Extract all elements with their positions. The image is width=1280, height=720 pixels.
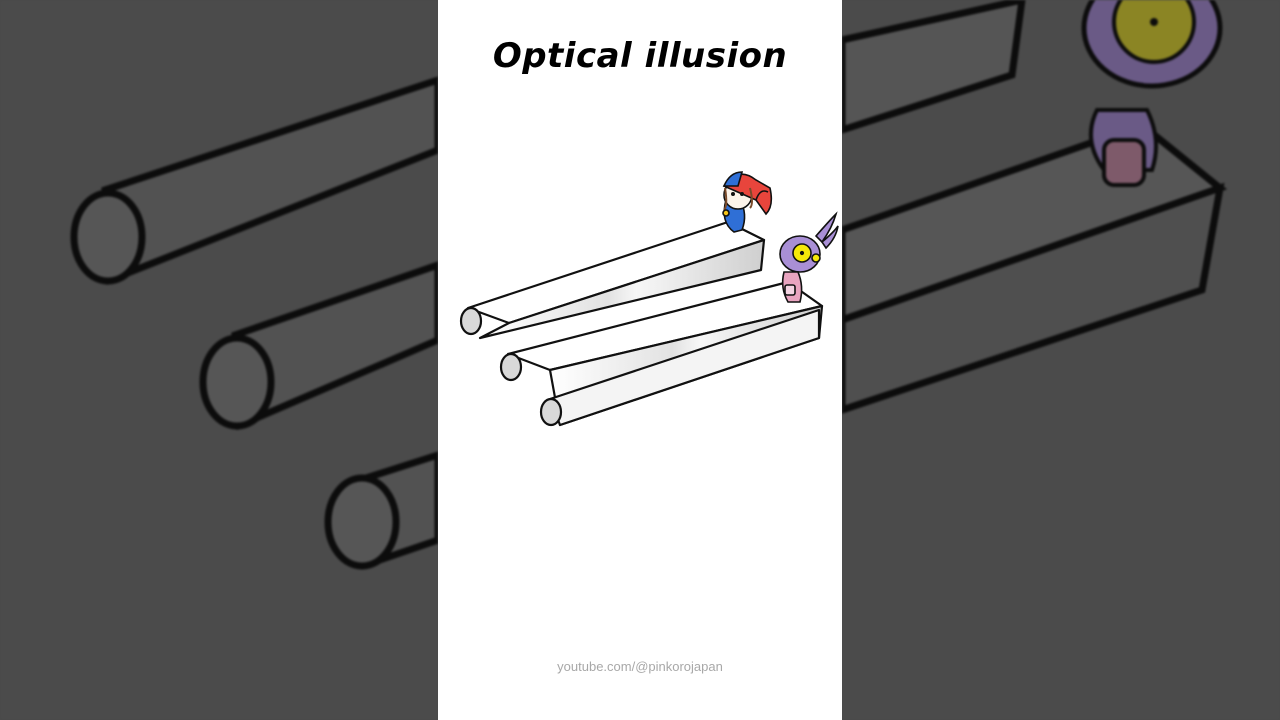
background-jax-figure [1081, 0, 1223, 187]
background-right-panel [842, 0, 1280, 720]
page-title: Optical illusion [492, 36, 788, 76]
bar-middle-end-cap [499, 352, 523, 382]
pomni-character [722, 171, 773, 233]
bar-bottom-end-cap [539, 397, 563, 427]
illusion-scene [459, 171, 839, 427]
bar-top-side [478, 238, 766, 340]
background-left-panel [0, 0, 438, 720]
watermark-text: youtube.com/@pinkorojapan [557, 659, 723, 674]
jax-character [779, 211, 839, 303]
video-frame: Optical illusion [438, 0, 842, 720]
bar-top-end-cap [459, 306, 483, 336]
